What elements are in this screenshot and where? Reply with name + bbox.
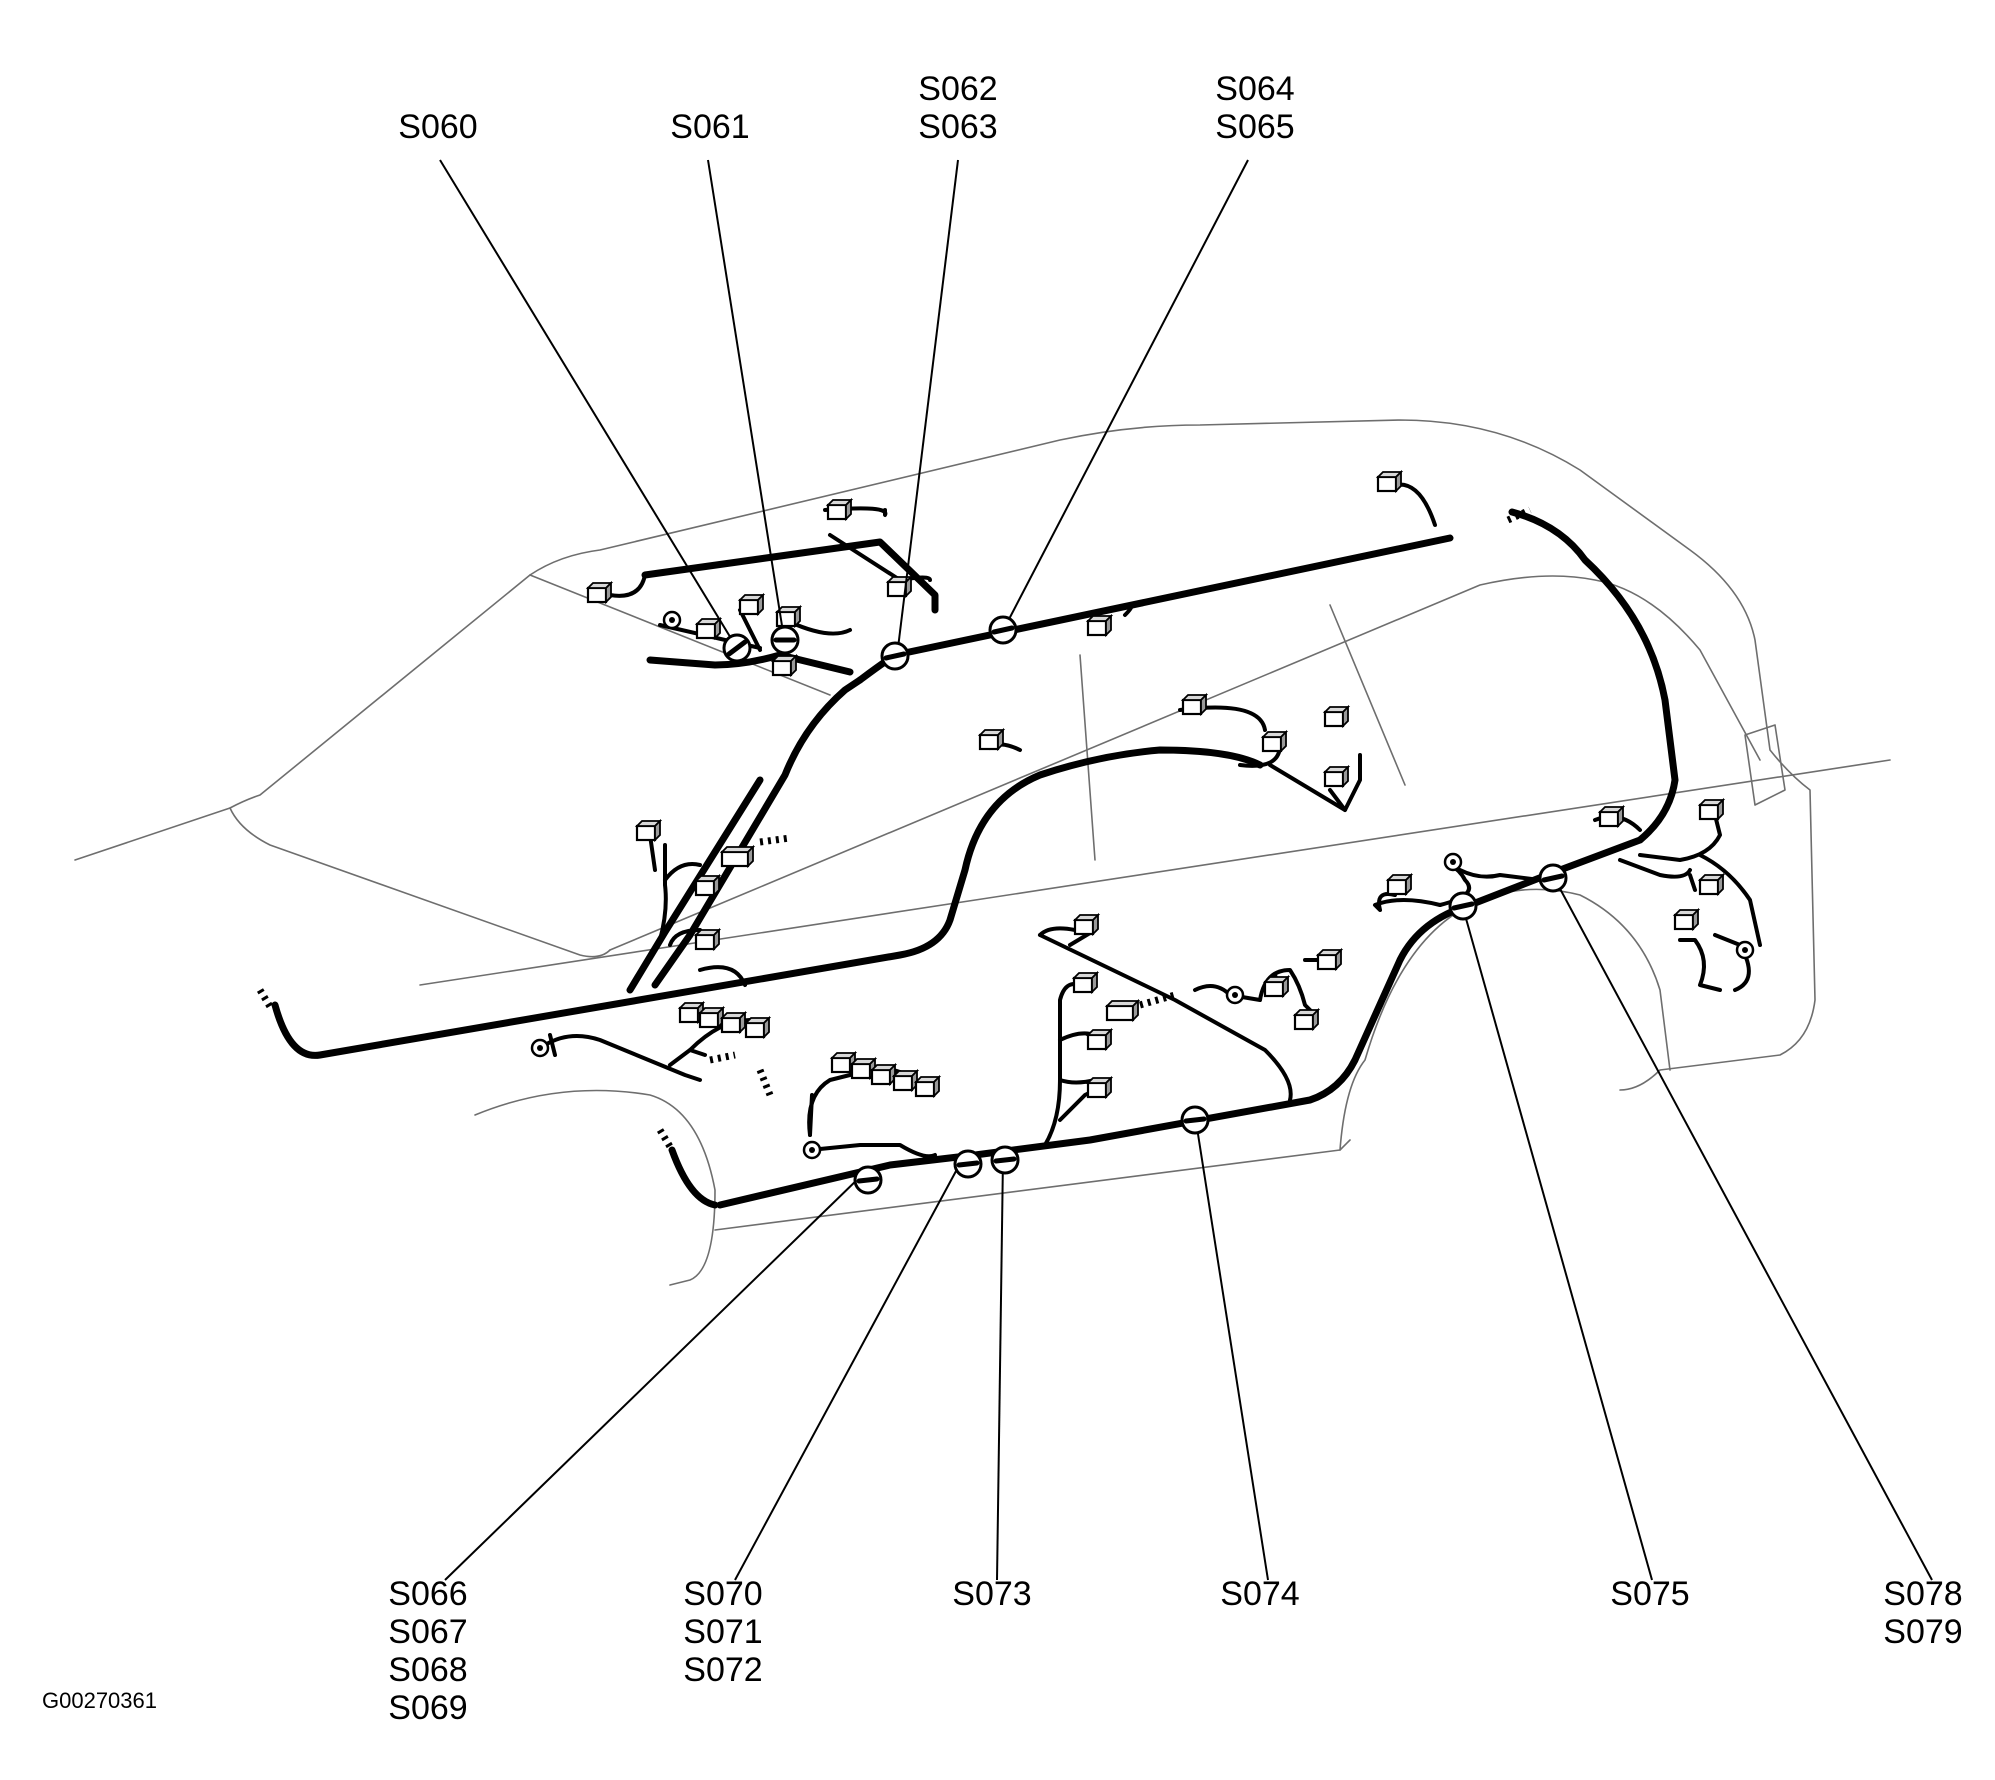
label-s062-s063: S062 S063 <box>918 70 998 146</box>
leader-s061 <box>707 159 784 633</box>
splice-marker-s061 <box>770 625 800 655</box>
connector <box>585 580 614 605</box>
leader-s070 <box>734 1159 963 1581</box>
label-s064-s065: S064 S065 <box>1215 70 1295 146</box>
connector <box>1071 970 1100 995</box>
ground-eyelet <box>1443 852 1463 872</box>
connector <box>743 1015 772 1040</box>
connector <box>770 653 799 678</box>
label-s070-s072: S070 S071 S072 <box>683 1575 763 1689</box>
connector <box>1072 912 1101 937</box>
connector <box>694 616 723 641</box>
ground-eyelet <box>662 610 682 630</box>
label-s066-s069: S066 S067 S068 S069 <box>388 1575 468 1727</box>
connector <box>1697 872 1726 897</box>
label-s073: S073 <box>952 1575 1032 1613</box>
connector <box>1375 469 1404 494</box>
connector <box>697 1005 726 1030</box>
label-s061: S061 <box>670 108 750 146</box>
leader-s066 <box>444 1174 863 1581</box>
ground-terminals <box>530 610 1755 1160</box>
splice-marker-s074 <box>1180 1105 1210 1135</box>
connector <box>1385 872 1414 897</box>
connector <box>977 727 1006 752</box>
connector <box>1260 729 1289 754</box>
connector <box>1322 704 1351 729</box>
splice-marker-s078 <box>1538 863 1568 893</box>
label-s075: S075 <box>1610 1575 1690 1613</box>
leader-s073 <box>996 1157 1004 1581</box>
wiring-harness <box>271 508 1679 1209</box>
connector <box>825 497 854 522</box>
splice-marker-s066 <box>853 1165 883 1195</box>
leader-lines <box>439 159 1933 1581</box>
splice-marker-s060 <box>722 633 752 663</box>
splice-marker-s062 <box>880 641 910 671</box>
ground-eyelet <box>1735 940 1755 960</box>
leader-s064 <box>1006 159 1249 624</box>
connector <box>1262 974 1291 999</box>
connector <box>869 1062 898 1087</box>
splice-marker-s075 <box>1448 891 1478 921</box>
connector <box>891 1068 920 1093</box>
ground-eyelet <box>530 1038 550 1058</box>
connector <box>1085 1075 1114 1100</box>
leader-s060 <box>439 159 733 641</box>
label-s078-s079: S078 S079 <box>1883 1575 1963 1651</box>
connector <box>1322 764 1351 789</box>
connector <box>1697 797 1726 822</box>
leader-s078 <box>1557 884 1933 1581</box>
connector <box>693 927 722 952</box>
ground-eyelet <box>802 1140 822 1160</box>
splice-markers <box>722 615 1568 1195</box>
leader-s075 <box>1464 914 1653 1581</box>
ground-eyelet <box>1225 985 1245 1005</box>
splice-marker-s064 <box>988 615 1018 645</box>
connector <box>913 1074 942 1099</box>
connector <box>1104 998 1141 1023</box>
connector <box>1597 804 1626 829</box>
connector <box>1292 1007 1321 1032</box>
connector <box>1180 692 1209 717</box>
connector <box>1085 613 1114 638</box>
splice-marker-s073 <box>990 1145 1020 1175</box>
connector <box>737 592 766 617</box>
connector <box>1085 1027 1114 1052</box>
connector <box>719 844 756 869</box>
leader-s074 <box>1194 1114 1269 1581</box>
connector <box>719 1010 748 1035</box>
connector <box>693 873 722 898</box>
label-s060: S060 <box>398 108 478 146</box>
figure-id: G00270361 <box>42 1688 157 1713</box>
connector <box>634 818 663 843</box>
leader-s062 <box>897 159 959 649</box>
label-s074: S074 <box>1220 1575 1300 1613</box>
connector <box>1315 947 1344 972</box>
connectors <box>585 469 1726 1100</box>
connector <box>885 574 914 599</box>
vehicle-outline <box>74 419 1891 1286</box>
connector <box>1672 907 1701 932</box>
harness-cut-ends <box>256 506 1532 1152</box>
splice-marker-s070 <box>953 1149 983 1179</box>
